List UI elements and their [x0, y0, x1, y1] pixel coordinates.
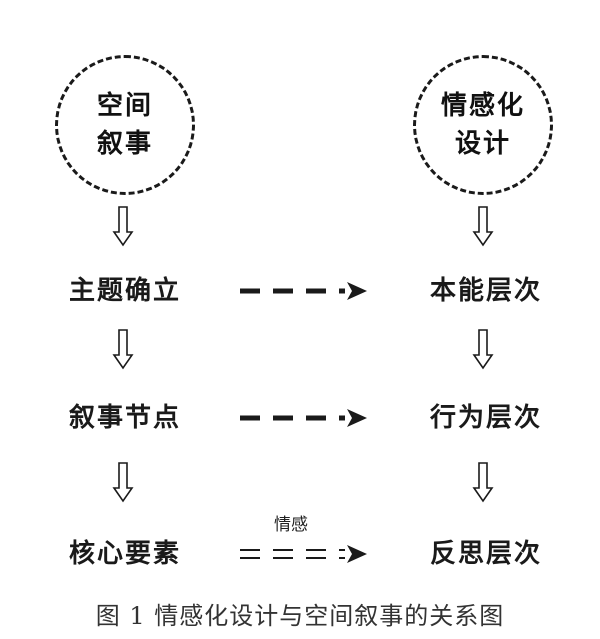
right-item-3: 反思层次	[429, 539, 542, 569]
left-item-1: 主题确立	[68, 276, 181, 306]
right-circle: 情感化 设计	[413, 55, 553, 195]
down-arrow-icon	[112, 462, 134, 503]
connector-annotation: 情感	[274, 515, 308, 535]
left-item-3: 核心要素	[68, 539, 181, 569]
left-item-2: 叙事节点	[68, 403, 181, 433]
double-dashed-arrow	[240, 545, 367, 563]
down-arrow-icon	[112, 329, 134, 370]
left-circle: 空间 叙事	[55, 55, 195, 195]
down-arrow-icon	[472, 462, 494, 503]
down-arrow-icon	[472, 206, 494, 247]
down-arrow-icon	[112, 206, 134, 247]
dashed-arrow-2	[240, 409, 367, 427]
right-circle-label: 情感化 设计	[440, 91, 525, 159]
right-item-1: 本能层次	[429, 276, 542, 306]
figure-caption: 图 1 情感化设计与空间叙事的关系图	[95, 602, 505, 630]
left-circle-label: 空间 叙事	[96, 91, 153, 159]
right-item-2: 行为层次	[429, 403, 542, 433]
dashed-arrow-1	[240, 282, 367, 300]
down-arrow-icon	[472, 329, 494, 370]
